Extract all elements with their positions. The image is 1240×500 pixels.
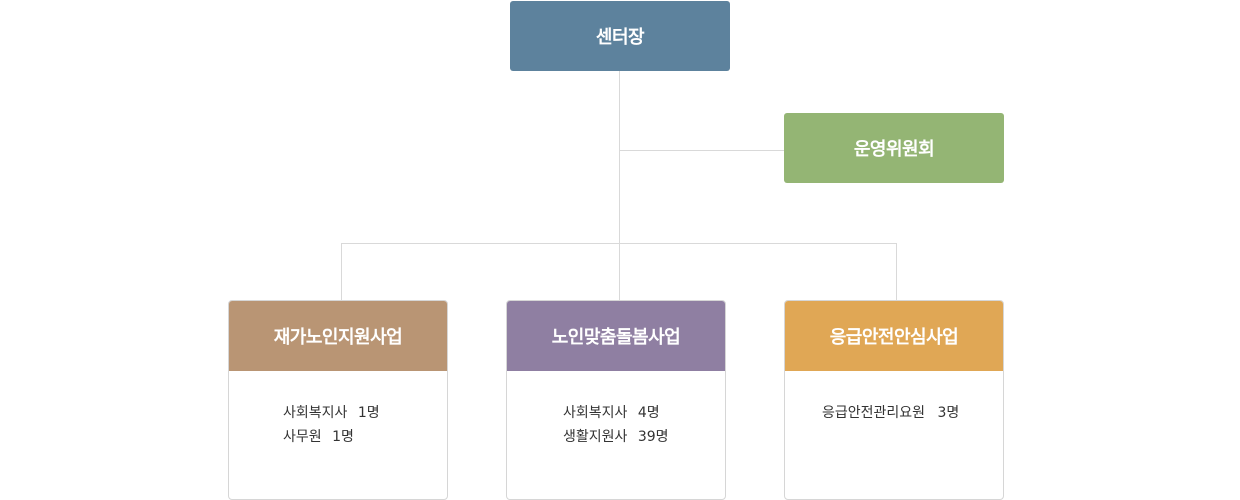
staff-count: 39명 bbox=[637, 429, 669, 445]
connector-left-vertical bbox=[341, 243, 342, 300]
committee-label: 운영위원회 bbox=[853, 139, 935, 160]
department-emergency-safety: 응급안전안심사업 응급안전관리요원 3명 bbox=[784, 300, 1004, 500]
staff-role: 응급안전관리요원 bbox=[822, 405, 926, 421]
department-emergency-safety-title: 응급안전안심사업 bbox=[829, 327, 959, 348]
staff-row: 사회복지사 4명 bbox=[563, 401, 725, 425]
department-custom-care-staff: 사회복지사 4명 생활지원사 39명 bbox=[507, 371, 725, 449]
department-emergency-safety-header: 응급안전안심사업 bbox=[785, 301, 1003, 371]
department-home-care-staff: 사회복지사 1명 사무원 1명 bbox=[229, 371, 447, 449]
connector-committee-horizontal bbox=[620, 150, 784, 151]
staff-count: 1명 bbox=[332, 429, 354, 445]
staff-row: 응급안전관리요원 3명 bbox=[822, 401, 1003, 425]
department-custom-care: 노인맞춤돌봄사업 사회복지사 4명 생활지원사 39명 bbox=[506, 300, 726, 500]
staff-role: 사무원 bbox=[283, 429, 322, 445]
department-home-care-title: 재가노인지원사업 bbox=[273, 327, 403, 348]
staff-row: 사회복지사 1명 bbox=[283, 401, 447, 425]
department-custom-care-header: 노인맞춤돌봄사업 bbox=[507, 301, 725, 371]
staff-row: 생활지원사 39명 bbox=[563, 425, 725, 449]
staff-row: 사무원 1명 bbox=[283, 425, 447, 449]
staff-count: 1명 bbox=[357, 405, 380, 421]
connector-right-vertical bbox=[896, 243, 897, 300]
director-label: 센터장 bbox=[595, 27, 645, 48]
committee-box: 운영위원회 bbox=[784, 113, 1004, 183]
staff-count: 3명 bbox=[937, 405, 960, 421]
connector-main-vertical bbox=[619, 70, 620, 300]
connector-department-horizontal bbox=[341, 243, 897, 244]
director-box: 센터장 bbox=[510, 1, 730, 71]
staff-role: 사회복지사 bbox=[283, 405, 348, 421]
staff-role: 사회복지사 bbox=[563, 405, 628, 421]
department-home-care-header: 재가노인지원사업 bbox=[229, 301, 447, 371]
staff-role: 생활지원사 bbox=[563, 429, 628, 445]
department-home-care: 재가노인지원사업 사회복지사 1명 사무원 1명 bbox=[228, 300, 448, 500]
department-custom-care-title: 노인맞춤돌봄사업 bbox=[551, 327, 681, 348]
staff-count: 4명 bbox=[637, 405, 660, 421]
department-emergency-safety-staff: 응급안전관리요원 3명 bbox=[785, 371, 1003, 425]
